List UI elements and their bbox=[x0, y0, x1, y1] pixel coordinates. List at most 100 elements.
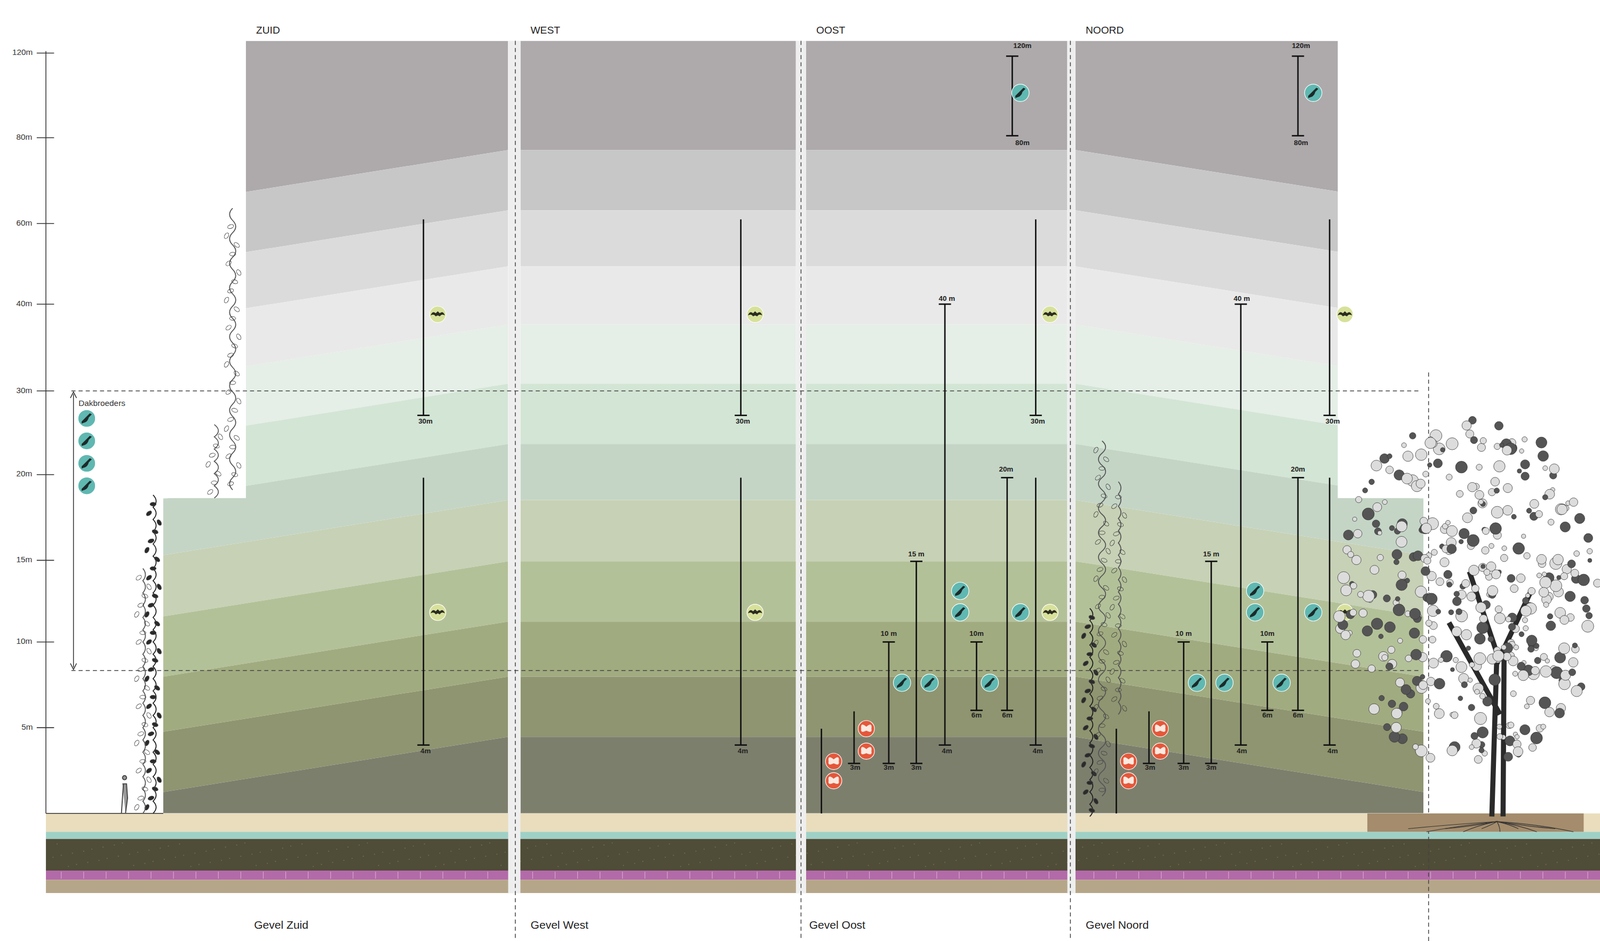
plant-leaf bbox=[151, 593, 159, 599]
tree-foliage bbox=[1573, 550, 1580, 557]
axis-tick bbox=[36, 641, 55, 643]
axis-label: 30m bbox=[16, 386, 33, 396]
soil-grain bbox=[205, 850, 207, 852]
tree-foliage bbox=[1456, 490, 1464, 498]
plant-leaf bbox=[1081, 788, 1089, 796]
bat-icon bbox=[1336, 306, 1354, 323]
plant-leaf bbox=[1088, 679, 1096, 685]
soil-grain bbox=[718, 857, 720, 859]
plant-leaf bbox=[143, 620, 151, 628]
bat-icon bbox=[429, 306, 447, 323]
range-cap bbox=[734, 414, 747, 417]
tree-foliage bbox=[1505, 616, 1511, 623]
tree-foliage bbox=[1439, 557, 1450, 567]
soil-grain bbox=[228, 857, 230, 859]
facade-band bbox=[520, 736, 796, 814]
soil-grain bbox=[680, 865, 682, 867]
tree-foliage bbox=[1538, 450, 1549, 462]
range-label: 80m bbox=[1293, 138, 1309, 147]
soil-grain bbox=[1223, 842, 1225, 844]
axis-label: 15m bbox=[16, 555, 33, 565]
climbing-plant bbox=[153, 495, 157, 814]
tree-foliage bbox=[1347, 551, 1354, 558]
tree-foliage bbox=[1554, 708, 1565, 719]
soil-grain bbox=[1116, 851, 1118, 853]
plant-leaf bbox=[227, 224, 235, 230]
tree-foliage bbox=[1353, 529, 1363, 538]
bat-icon bbox=[1041, 604, 1059, 622]
tree-foliage bbox=[1409, 627, 1420, 639]
soil-grain bbox=[688, 863, 690, 865]
icon-disc bbox=[746, 306, 764, 323]
tree-foliage bbox=[1470, 436, 1478, 444]
facade-band bbox=[520, 443, 796, 500]
icon-disc bbox=[920, 674, 939, 692]
soil-grain bbox=[683, 852, 686, 854]
bird-glyph bbox=[954, 585, 966, 596]
tree-foliage bbox=[1481, 564, 1486, 569]
soil-grain bbox=[1024, 845, 1026, 847]
bat-icon bbox=[746, 306, 764, 323]
tree-foliage bbox=[1362, 488, 1368, 494]
facade-band bbox=[806, 266, 1068, 325]
tree-foliage bbox=[1467, 534, 1480, 547]
tree-root bbox=[1497, 821, 1556, 829]
tree-foliage bbox=[1542, 465, 1548, 471]
tree-foliage bbox=[1389, 525, 1395, 531]
tree-foliage bbox=[1474, 755, 1483, 764]
soil-grain bbox=[592, 846, 594, 848]
soil-grain bbox=[1315, 848, 1317, 850]
plant-leaf bbox=[1118, 613, 1126, 620]
tree-foliage bbox=[1446, 544, 1457, 554]
tree-foliage bbox=[1494, 606, 1502, 614]
facade-heading: OOST bbox=[816, 24, 846, 36]
ground-hatch bbox=[1272, 871, 1274, 879]
icon-disc bbox=[77, 476, 96, 495]
soil-grain bbox=[274, 861, 276, 863]
tree-foliage bbox=[1497, 733, 1503, 740]
soil-grain bbox=[1491, 862, 1493, 864]
soil-grain bbox=[1215, 844, 1217, 846]
soil-grain bbox=[465, 860, 467, 862]
tree-foliage bbox=[1426, 593, 1438, 605]
insect-glyph bbox=[1155, 724, 1166, 732]
tree-foliage bbox=[1478, 499, 1484, 505]
facade-band bbox=[806, 443, 1068, 500]
tree-foliage bbox=[1401, 473, 1413, 484]
soil-grain bbox=[251, 853, 253, 855]
soil-grain bbox=[1235, 864, 1237, 866]
plant-leaf bbox=[1109, 603, 1116, 611]
tree-foliage bbox=[1501, 545, 1507, 551]
soil-grain bbox=[213, 848, 216, 850]
soil-grain bbox=[481, 844, 483, 846]
range-cap bbox=[1234, 744, 1247, 746]
tree-foliage bbox=[1491, 506, 1503, 519]
plant-leaf bbox=[1092, 575, 1100, 583]
tree-foliage bbox=[1475, 490, 1485, 500]
tree-foliage bbox=[1587, 558, 1592, 563]
ground-hatch bbox=[734, 871, 736, 879]
plant-leaf bbox=[212, 443, 220, 449]
tree-foliage bbox=[1507, 721, 1514, 728]
soil-grain bbox=[225, 846, 227, 848]
ground-hatch bbox=[1295, 871, 1296, 879]
tree-foliage bbox=[1516, 574, 1525, 583]
plant-leaf bbox=[1094, 602, 1102, 610]
tree-foliage bbox=[1535, 436, 1548, 449]
plant-leaf bbox=[1115, 495, 1122, 499]
icon-disc bbox=[893, 674, 912, 692]
plant-leaf bbox=[231, 471, 238, 477]
tree-foliage bbox=[1531, 666, 1540, 675]
axis-tick bbox=[36, 727, 55, 729]
soil-grain bbox=[1040, 854, 1042, 856]
plant-leaf bbox=[1092, 511, 1100, 519]
soil-grain bbox=[791, 843, 793, 845]
insect-glyph bbox=[828, 776, 840, 785]
plant-leaf bbox=[153, 684, 161, 692]
plant-leaf bbox=[149, 566, 156, 571]
plant-leaf bbox=[145, 638, 153, 646]
icon-disc bbox=[746, 604, 764, 622]
tree-foliage bbox=[1500, 554, 1509, 562]
ground-hatch bbox=[1116, 871, 1117, 879]
tree-foliage bbox=[1474, 633, 1486, 644]
